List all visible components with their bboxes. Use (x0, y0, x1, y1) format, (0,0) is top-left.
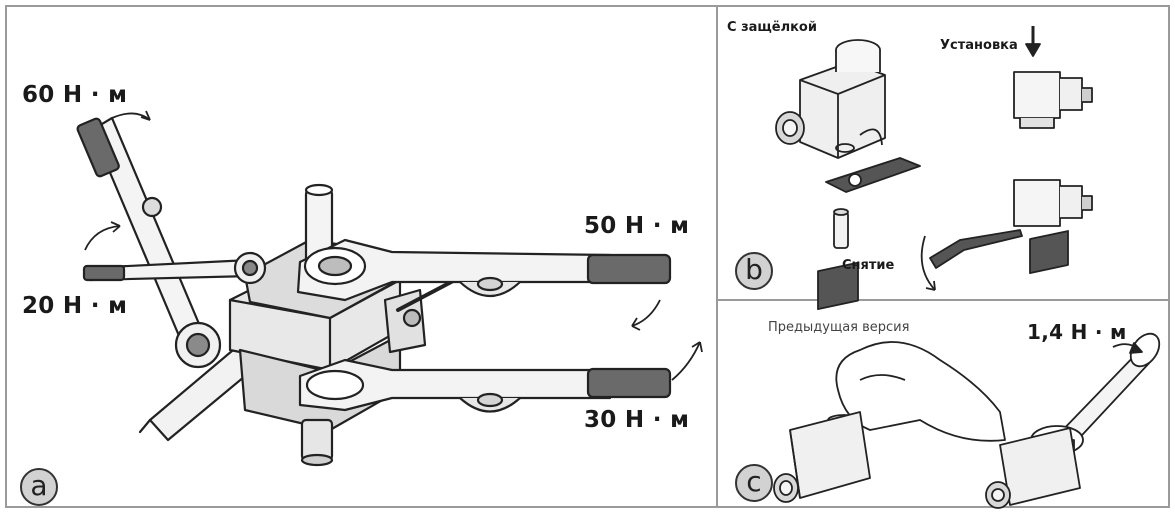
tube-top (304, 183, 334, 197)
panel-a-badge: a (20, 468, 58, 506)
remove-label: Снятие (842, 258, 895, 273)
torque-label-50: 50 Н · м (584, 213, 690, 239)
panel-c-badge: c (735, 464, 773, 502)
valve-current (999, 427, 1081, 506)
panel-b-badge: b (735, 252, 773, 290)
wrench-30-handle (586, 367, 672, 399)
panel-c-drawing (773, 230, 1161, 509)
torque-label-60: 60 Н · м (22, 82, 128, 108)
screwdriver-icon (929, 229, 1023, 269)
torque-label-c: 1,4 Н · м (1027, 320, 1127, 344)
o-ring-sleeve (833, 211, 849, 249)
coil-removal (1013, 179, 1061, 227)
panel-a-arrows (84, 110, 703, 381)
torque-label-20: 20 Н · м (22, 293, 128, 319)
outer-frame (5, 5, 1170, 508)
torque-label-30: 30 Н · м (584, 407, 690, 433)
panel-a-drawing (76, 116, 672, 467)
panel-b-drawing (775, 26, 1093, 291)
arrow-50-icon (631, 299, 661, 327)
coil-installed (1013, 71, 1061, 119)
hand-outline (835, 341, 1006, 442)
wrench-60-handle (76, 117, 120, 178)
wrench-50-handle (586, 253, 672, 285)
previous-version-label: Предыдущая версия (768, 320, 910, 335)
valve-prev (789, 411, 871, 499)
install-label: Установка (940, 38, 1018, 53)
torque-arrow-icon (1129, 342, 1143, 354)
arrow-20-icon (84, 225, 121, 251)
install-arrow-icon (1025, 43, 1041, 57)
latch-label: С защёлкой (727, 20, 817, 35)
latch-plate (825, 157, 921, 193)
removal-arrow-icon (925, 280, 936, 291)
arrow-30-icon (671, 341, 701, 381)
